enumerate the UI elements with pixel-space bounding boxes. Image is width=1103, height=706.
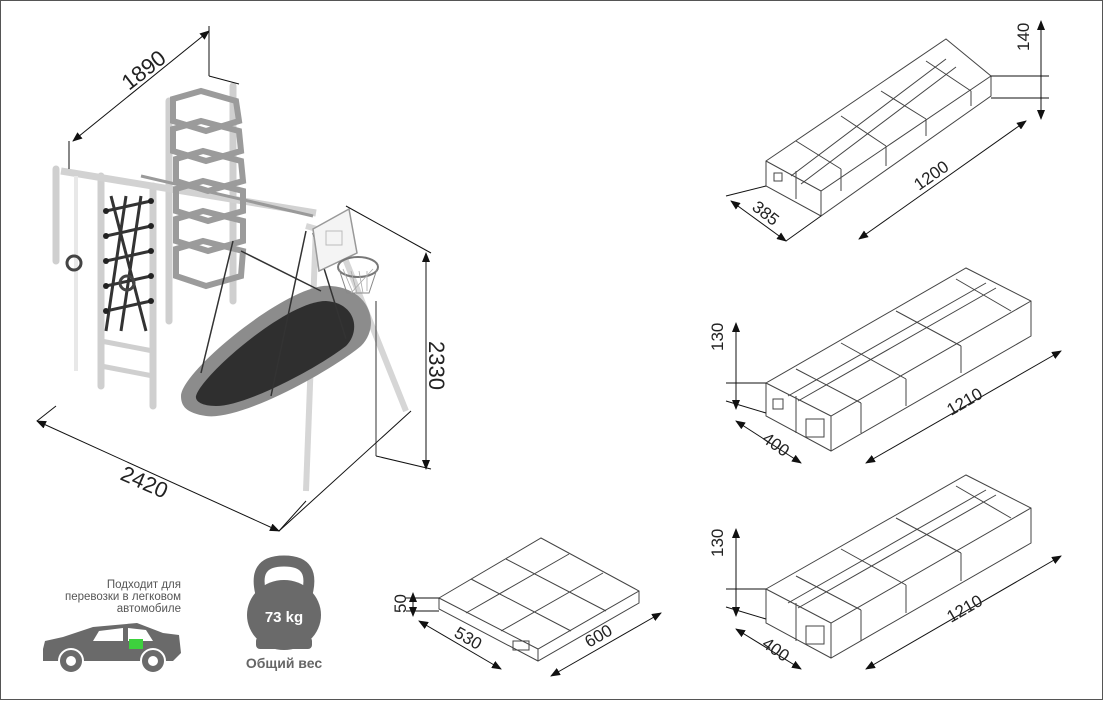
- package-box-3: 400 1210 130: [708, 474, 1062, 670]
- nest-swing: [181, 230, 371, 417]
- car-note-line-3: автомобиле: [117, 603, 181, 615]
- weight-caption: Общий вес: [246, 655, 322, 671]
- package-1-length: 1200: [910, 157, 952, 194]
- package-1-height: 140: [1014, 23, 1033, 51]
- car-transport-note: Подходит для перевозки в легковом автомо…: [43, 579, 181, 674]
- package-1-width: 385: [749, 197, 783, 229]
- playset-illustration: 1890 2420 2330: [36, 26, 449, 532]
- width-dimension-label: 2420: [117, 461, 172, 504]
- package-box-2: 400 1210 130: [708, 267, 1062, 464]
- package-3-height: 130: [708, 529, 727, 557]
- car-note-line-1: Подходит для: [107, 579, 181, 591]
- package-2-length: 1210: [944, 384, 986, 419]
- basketball-hoop: [312, 207, 379, 294]
- kettlebell-icon: [247, 555, 321, 650]
- package-3-length: 1210: [944, 591, 986, 626]
- total-weight: 73 kg Общий вес: [246, 555, 322, 671]
- depth-dimension-label: 1890: [117, 45, 171, 95]
- package-4-width: 530: [451, 623, 485, 654]
- package-4-length: 600: [582, 621, 616, 652]
- package-4-height: 50: [391, 594, 410, 613]
- dimension-lines: [36, 26, 432, 532]
- car-note-line-2: перевозки в легковом: [65, 591, 181, 603]
- package-2-height: 130: [708, 323, 727, 351]
- package-box-4: 50 530 600: [391, 537, 662, 677]
- weight-value: 73 kg: [265, 609, 303, 626]
- car-icon: [43, 623, 181, 674]
- package-2-width: 400: [759, 429, 793, 461]
- height-dimension-label: 2330: [424, 341, 449, 390]
- package-box-1: 385 1200 140: [725, 20, 1049, 242]
